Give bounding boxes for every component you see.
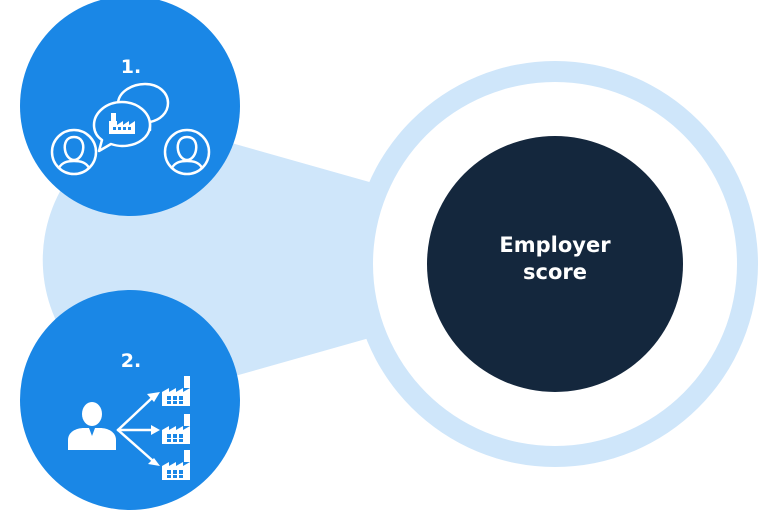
step1-number: 1.	[120, 56, 142, 78]
employer-score-line1: Employer	[499, 233, 611, 257]
conversation-people-icon	[50, 82, 211, 176]
employer-score-label: Employer score	[450, 232, 660, 286]
step2-circle	[20, 290, 240, 510]
employer-score-circle	[427, 136, 683, 392]
person-to-factories-icon	[68, 376, 190, 480]
employer-score-line2: score	[523, 260, 587, 284]
step2-number: 2.	[120, 350, 142, 372]
